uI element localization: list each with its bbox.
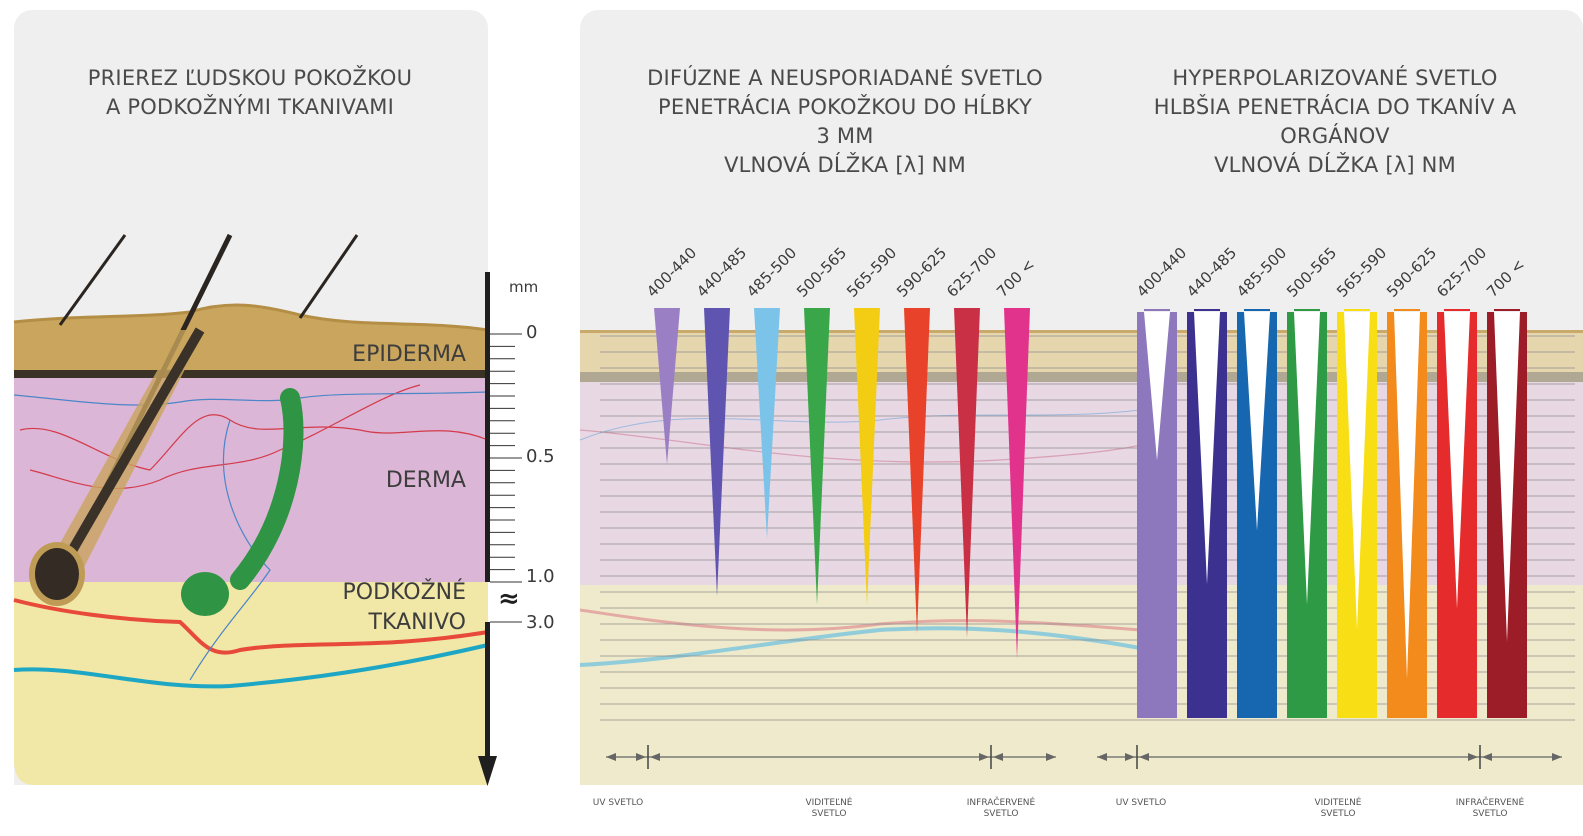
subcutaneous-label: PODKOŽNÉ TKANIVO [290,578,467,638]
diffuse-title-line-3: 3 MM [816,124,874,148]
stratum-corneum [13,303,489,332]
polarized-title: HYPERPOLARIZOVANÉ SVETLO HLBŠIA PENETRÁC… [1090,64,1580,180]
diffuse-visible-line-1: VIDITEĽNÉ [805,798,853,808]
axis-arrow-inner [1468,753,1478,761]
polarized-title-line-4: VLNOVÁ DĹŽKA [λ] NM [1214,153,1456,177]
diffuse-uv-label: UV SVETLO [592,798,644,808]
scale-tick-30: 3.0 [526,612,555,633]
polarized-infrared-line-1: INFRAČERVENÉ [1455,798,1525,808]
polarized-title-line-2: HLBŠIA PENETRÁCIA DO TKANÍV A [1153,95,1517,119]
diffuse-title-line-2: PENETRÁCIA POKOŽKOU DO HĹBKY [657,95,1033,119]
polarized-title-line-3: ORGÁNOV [1280,124,1390,148]
diffuse-visible-label: VIDITEĽNÉ SVETLO [784,798,874,820]
axis-arrow-right [1552,753,1562,761]
red-vessel [13,598,489,655]
subcutaneous-label-line-2: TKANIVO [368,610,466,635]
capillary-blue-2 [189,419,271,681]
diffuse-infrared-line-2: SVETLO [983,809,1019,819]
scale-tick-05: 0.5 [526,446,555,467]
basal-line [14,370,488,378]
left-skin-cross-section [13,233,489,785]
axis-arrow-inner [979,753,989,761]
diffuse-title-line-4: VLNOVÁ DĹŽKA [λ] NM [724,153,966,177]
scale-break-symbol: ≈ [498,584,520,614]
epidermis-label: EPIDERMA [352,342,466,367]
polarized-notch-625-700 [1444,312,1470,609]
polarized-notch-500-565 [1294,312,1320,605]
diffuse-wedge-590-625 [904,308,930,634]
hair-bulb-core [35,548,79,600]
sweat-gland [230,388,304,590]
hair-shaft-3 [298,234,359,319]
diffuse-wedge-500-565 [804,308,830,605]
polarized-notch-440-485 [1194,312,1220,585]
sweat-gland-bulb [181,572,229,616]
polarized-visible-line-2: SVETLO [1320,809,1356,819]
polarized-notch-565-590 [1344,312,1370,630]
subcutaneous-label-line-1: PODKOŽNÉ [342,580,467,605]
diffuse-infrared-label: INFRAČERVENÉ SVETLO [956,798,1046,820]
left-title-line-1: PRIEREZ ĽUDSKOU POKOŽKOU [87,66,413,90]
capillary-red [19,414,489,471]
scale-arrow-head [478,756,497,786]
diffuse-title: DIFÚZNE A NEUSPORIADANÉ SVETLO PENETRÁCI… [600,64,1090,180]
dermis-label: DERMA [385,468,466,493]
axis-arrow-inner [650,753,660,761]
polarized-notch-590-625 [1394,312,1420,679]
diffuse-wedge-625-700 [954,308,980,638]
polarized-visible-line-1: VIDITEĽNÉ [1314,798,1362,808]
polarized-column-400-440 [1137,312,1177,718]
axis-arrow-inner [1139,753,1149,761]
scale-bar [485,272,490,582]
diffuse-infrared-line-1: INFRAČERVENÉ [966,798,1036,808]
hair-shaft-2 [58,234,127,326]
diffuse-wedge-440-485 [704,308,730,597]
polarized-uv-label: UV SVETLO [1115,798,1167,808]
polarized-notch-700 < [1494,312,1520,642]
left-title-line-2: A PODKOŽNÝMI TKANIVAMI [105,95,395,119]
diffuse-title-line-1: DIFÚZNE A NEUSPORIADANÉ SVETLO [647,66,1043,90]
capillary-blue [13,391,489,406]
diffuse-wedge-565-590 [854,308,880,605]
scale-unit: mm [509,278,539,296]
axis-arrow-inner [1125,753,1135,761]
diffuse-visible-line-2: SVETLO [811,809,847,819]
polarized-notch-400-440 [1144,312,1170,461]
polarized-visible-label: VIDITEĽNÉ SVETLO [1293,798,1383,820]
right-skin-layers: 400-440440-485485-500500-565565-590590-6… [579,244,1583,785]
axis-arrow-left [606,753,616,761]
polarized-notch-485-500 [1244,312,1270,531]
left-title: PRIEREZ ĽUDSKOU POKOŽKOU A PODKOŽNÝMI TK… [20,64,480,122]
polarized-title-line-1: HYPERPOLARIZOVANÉ SVETLO [1172,66,1498,90]
diffuse-wedge-700 < [1004,308,1030,659]
hair-shaft-1b [53,327,205,578]
axis-arrow-inner [1482,753,1492,761]
scale-bar-lower [485,622,490,758]
scale-tick-0: 0 [526,322,538,343]
axis-arrow-inner [993,753,1003,761]
axis-arrow-right [1046,753,1056,761]
diffuse-wedge-485-500 [754,308,780,539]
axis-arrow-left [1097,753,1107,761]
cyan-vessel [13,643,489,689]
polarized-infrared-line-2: SVETLO [1472,809,1508,819]
axis-arrow-inner [636,753,646,761]
depth-scale [478,272,522,786]
polarized-infrared-label: INFRAČERVENÉ SVETLO [1445,798,1535,820]
scale-tick-10: 1.0 [526,566,555,587]
diffuse-wedge-400-440 [654,308,680,465]
